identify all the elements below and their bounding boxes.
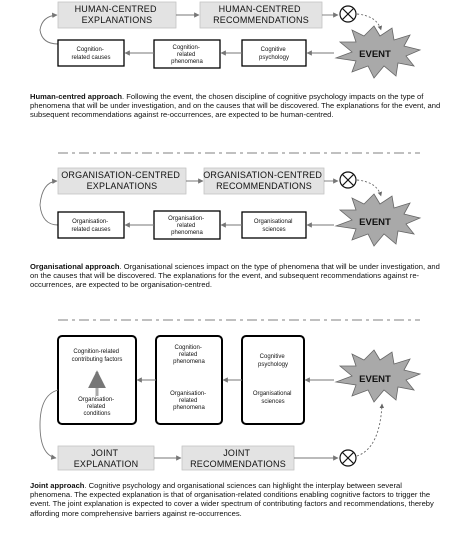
joint-cognition-phenomena-label: Cognition- related phenomena: [173, 345, 205, 365]
cognition-related-phenomena-label: Cognition- related phenomena: [171, 45, 203, 65]
joint-disciplines-box: [241, 335, 305, 425]
dotted-arrow-to-event: [356, 179, 383, 197]
joint-explanation-box: [57, 445, 155, 471]
cognition-related-causes-box: [57, 39, 125, 67]
panel-joint: Cognition-related contributing factors O…: [39, 335, 422, 471]
organisational-sciences-label: Organisational sciences: [254, 219, 294, 233]
event-label: EVENT: [359, 49, 391, 60]
organisation-centred-explanations-label: ORGANISATION-CENTRED EXPLANATIONS: [61, 170, 183, 191]
human-centred-explanations-label: HUMAN-CENTRED EXPLANATIONS: [75, 4, 160, 25]
event-starburst: EVENT: [334, 25, 422, 79]
caption-organisational: Organisational approach. Organisational …: [30, 262, 442, 290]
caption-body: . Organisational sciences impact on the …: [30, 262, 440, 290]
dotted-arrow-to-event: [356, 403, 385, 457]
organisation-related-causes-box: [57, 211, 125, 239]
cognitive-psychology-label: Cognitive psychology: [259, 47, 289, 61]
caption-joint: Joint approach. Cognitive psychology and…: [30, 481, 442, 518]
organisation-centred-recommendations-box: [203, 167, 325, 195]
event-starburst: EVENT: [334, 349, 422, 403]
human-centred-recommendations-label: HUMAN-CENTRED RECOMMENDATIONS: [213, 4, 309, 25]
organisational-sciences-box: [241, 211, 307, 239]
panel-organisation-centred: ORGANISATION-CENTRED EXPLANATIONS ORGANI…: [39, 167, 422, 247]
organisation-related-phenomena-box: [153, 210, 221, 240]
caption-body: . Cognitive psychology and organisationa…: [30, 481, 434, 518]
arrow-org-causes-to-explanations: [39, 178, 59, 226]
organisation-related-conditions-label: Organisation- related conditions: [78, 397, 116, 417]
event-label: EVENT: [359, 217, 391, 228]
organisation-related-phenomena-label: Organisation- related phenomena: [168, 216, 206, 236]
organisation-related-causes-label: Organisation- related causes: [71, 219, 110, 233]
joint-organisation-phenomena-label: Organisation- related phenomena: [170, 391, 208, 411]
cognitive-psychology-box: [241, 39, 307, 67]
organisation-centred-explanations-box: [57, 167, 187, 195]
arrow-causes-to-joint-explanation: [39, 389, 59, 460]
caption-title: Joint approach: [30, 481, 85, 490]
barrier-cross-icon: [339, 449, 357, 467]
caption-title: Human-centred approach: [30, 92, 122, 101]
barrier-cross-icon: [339, 171, 357, 189]
cognition-related-phenomena-box: [153, 39, 221, 69]
organisation-centred-recommendations-label: ORGANISATION-CENTRED RECOMMENDATIONS: [203, 170, 325, 191]
caption-human-centred: Human-centred approach. Following the ev…: [30, 92, 442, 120]
joint-cognitive-psychology-label: Cognitive psychology: [258, 354, 288, 368]
joint-recommendations-label: JOINT RECOMMENDATIONS: [190, 448, 286, 469]
event-starburst: EVENT: [334, 193, 422, 247]
cognition-related-factors-label: Cognition-related contributing factors: [72, 349, 123, 363]
joint-explanation-label: JOINT EXPLANATION: [74, 448, 139, 469]
joint-recommendations-box: [181, 445, 295, 471]
caption-title: Organisational approach: [30, 262, 120, 271]
dotted-arrow-to-event: [356, 13, 383, 31]
cognition-related-causes-label: Cognition- related causes: [71, 47, 110, 61]
arrow-causes-to-explanations: [39, 12, 59, 45]
joint-organisational-sciences-label: Organisational sciences: [253, 391, 293, 405]
human-centred-explanations-box: [57, 1, 177, 29]
event-label: EVENT: [359, 374, 391, 385]
barrier-cross-icon: [339, 5, 357, 23]
human-centred-recommendations-box: [199, 1, 323, 29]
caption-body: . Following the event, the chosen discip…: [30, 92, 441, 120]
panel-human-centred: HUMAN-CENTRED EXPLANATIONS HUMAN-CENTRED…: [39, 1, 422, 79]
